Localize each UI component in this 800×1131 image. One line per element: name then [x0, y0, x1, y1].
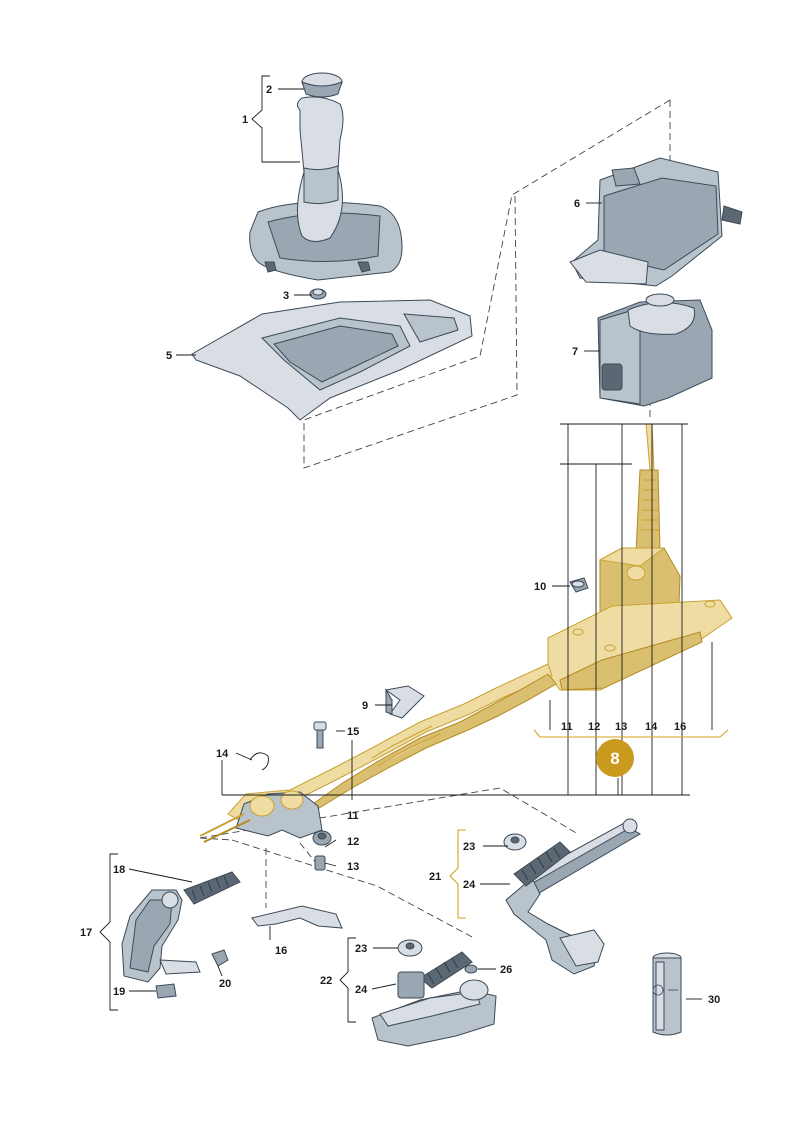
shift-mechanism-8 — [199, 423, 733, 843]
badge-8-text: 8 — [610, 749, 619, 768]
nut-10 — [569, 577, 589, 593]
badge-8: 8 — [596, 739, 634, 777]
part-label-12: 12 — [347, 836, 359, 848]
part-label-3: 3 — [283, 290, 289, 302]
part-label-26: 26 — [500, 964, 512, 976]
part-label-2: 2 — [266, 84, 272, 96]
part-label-10: 10 — [534, 581, 546, 593]
leader-lines — [128, 88, 713, 1000]
part-label-23-top: 23 — [463, 841, 475, 853]
part-label-1: 1 — [242, 114, 248, 126]
gear-knob-assembly — [249, 72, 403, 281]
pin-20 — [211, 949, 229, 967]
part-label-19: 19 — [113, 986, 125, 998]
part-label-6: 6 — [574, 198, 580, 210]
part-label-16-top: 16 — [674, 721, 686, 733]
part-label-18: 18 — [113, 864, 125, 876]
part-label-30: 30 — [708, 994, 720, 1006]
bush-12 — [312, 830, 332, 846]
part-label-16: 16 — [275, 945, 287, 957]
relay-lever-22 — [371, 939, 497, 1047]
part-label-22: 22 — [320, 975, 332, 987]
part-label-24: 24 — [355, 984, 368, 996]
holder-16 — [251, 905, 343, 929]
shift-housing-6 — [569, 157, 743, 287]
part-label-9: 9 — [362, 700, 368, 712]
part-label-15: 15 — [347, 726, 359, 738]
part-label-5: 5 — [166, 350, 172, 362]
part-labels: 1 2 3 5 6 7 9 10 11 12 13 14 16 14 15 11… — [80, 84, 720, 1006]
part-label-20: 20 — [219, 978, 231, 990]
console-trim-5 — [191, 299, 473, 421]
selector-lever-21 — [503, 818, 641, 975]
grease-tin-30 — [652, 952, 682, 1036]
part-label-21: 21 — [429, 871, 441, 883]
clip-19 — [155, 983, 177, 999]
bolt-15 — [313, 721, 327, 749]
part-label-13: 13 — [347, 861, 359, 873]
part-label-23: 23 — [355, 943, 367, 955]
retaining-clip-3 — [309, 288, 327, 300]
part-label-11: 11 — [347, 810, 359, 822]
part-label-17: 17 — [80, 927, 92, 939]
part-label-14: 14 — [216, 748, 229, 760]
selector-housing-7 — [597, 293, 713, 407]
part-label-11-top: 11 — [561, 721, 573, 733]
part-label-13-top: 13 — [615, 721, 627, 733]
circlip-14 — [249, 752, 269, 771]
part-label-7: 7 — [572, 346, 578, 358]
part-label-24-top: 24 — [463, 879, 476, 891]
lever-assembly-17 — [121, 871, 241, 983]
cable-bracket-9 — [384, 685, 425, 719]
part-label-12-top: 12 — [588, 721, 600, 733]
group-brackets — [99, 75, 729, 1023]
part-label-14-top: 14 — [645, 721, 658, 733]
screw-13 — [314, 855, 326, 871]
